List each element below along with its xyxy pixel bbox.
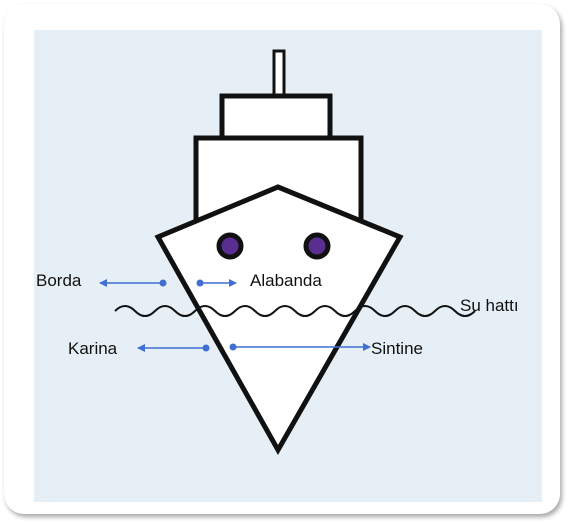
karina-dot [202, 344, 210, 352]
ship-bridge-top [219, 93, 333, 141]
ship-hull [154, 184, 404, 456]
water-line [114, 305, 476, 317]
alabanda-dot [196, 279, 204, 287]
label-alabanda: Alabanda [250, 271, 322, 290]
borda-dot [159, 279, 167, 287]
porthole-left [216, 232, 244, 260]
sintine-dot [229, 343, 237, 351]
label-borda: Borda [36, 271, 82, 290]
ship-mast [272, 49, 286, 98]
label-su-hatti: Su hattı [460, 296, 519, 315]
porthole-right [303, 232, 331, 260]
label-karina: Karina [68, 339, 118, 358]
label-sintine: Sintine [371, 339, 423, 358]
